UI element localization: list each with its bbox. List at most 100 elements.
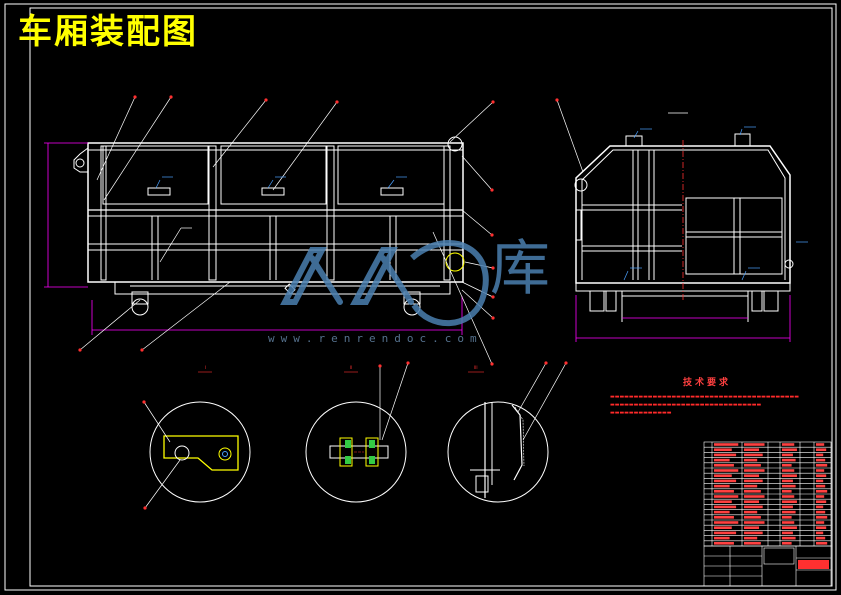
watermark-brand: 库 (490, 234, 550, 304)
parts-list-cell-text (744, 469, 765, 472)
parts-list-cell-text (782, 542, 792, 545)
watermark-logo (280, 240, 489, 327)
parts-list-cell-text (744, 542, 761, 545)
parts-list-cell-text (816, 458, 826, 462)
parts-list-cell-text (782, 536, 796, 540)
parts-list-cell-text (744, 484, 758, 488)
parts-list-cell-text (714, 479, 737, 483)
parts-list-cell-text (714, 542, 734, 545)
parts-list-cell-text (744, 490, 761, 493)
parts-list-cell-text (782, 474, 797, 477)
parts-list-cell-text (782, 531, 793, 535)
parts-list-cell-text (744, 526, 760, 529)
parts-list-cell-text (782, 453, 793, 457)
front-view-tags (155, 176, 407, 189)
parts-list-cell-text (782, 510, 796, 514)
parts-list-cell-text (782, 495, 795, 498)
parts-list-cell-text (714, 536, 730, 540)
parts-list-cell-text (744, 516, 761, 519)
parts-list-cell-text (714, 516, 734, 519)
parts-list-cell-text (714, 448, 732, 451)
side-view-dimensions (575, 295, 791, 342)
parts-list-cell-text (816, 500, 827, 503)
parts-list-cell-text (744, 448, 760, 451)
parts-list-cell-text (782, 448, 797, 451)
page-title: 车厢装配图 (18, 12, 198, 52)
parts-list-cell-text (782, 443, 795, 446)
parts-list-cell-text (782, 479, 793, 483)
parts-list-cell-text (744, 443, 765, 446)
parts-list-cell-text (782, 458, 796, 462)
parts-list-cell-text (744, 536, 758, 540)
parts-list-cell-text (816, 521, 825, 524)
title-block (703, 545, 832, 587)
parts-list-cell-text (714, 443, 739, 446)
parts-list-cell-text (816, 453, 824, 457)
parts-list-table (703, 441, 832, 547)
parts-list-cell-text (816, 505, 824, 509)
parts-list-cell-text (714, 469, 739, 472)
side-view (574, 133, 794, 322)
watermark-url: www.renrendoc.com (268, 332, 483, 345)
parts-list-cell-text (714, 510, 730, 514)
parts-list-cell-text (744, 521, 765, 524)
detail-view-2: II (305, 361, 410, 503)
parts-list-cell-text (782, 484, 796, 488)
parts-list-cell-text (744, 479, 763, 483)
parts-list-cell-text (782, 464, 792, 467)
parts-list-cell-text (816, 469, 825, 472)
parts-list-cell-text (744, 531, 763, 535)
parts-list-cell-text (816, 484, 826, 488)
parts-list-cell-text (782, 505, 793, 509)
parts-list-cell-text (744, 500, 760, 503)
parts-list-cell-text (714, 464, 734, 467)
parts-list-cell-text (816, 464, 828, 467)
parts-list-cell-text (816, 448, 827, 451)
parts-list-cell-text (714, 531, 737, 535)
parts-list-cell-text (714, 505, 737, 509)
svg-text:I: I (205, 365, 206, 370)
parts-list-cell-text (744, 474, 760, 477)
parts-list-cell-text (816, 531, 824, 535)
parts-list-cell-text (714, 453, 737, 457)
parts-list-cell-text (744, 464, 761, 467)
parts-list-cell-text (816, 516, 828, 519)
parts-list-cell-text (714, 500, 732, 503)
outer-border (4, 3, 837, 591)
parts-list-cell-text (816, 495, 825, 498)
front-view-leaders (79, 96, 494, 365)
parts-list-cell-text (816, 443, 825, 446)
side-view-leaders (556, 99, 688, 173)
side-view-balloon (555, 98, 559, 102)
front-view-dimensions (44, 142, 463, 335)
parts-list-cell-text (714, 495, 739, 498)
parts-list-cell-text (816, 474, 827, 477)
parts-list-cell-text (782, 490, 792, 493)
parts-list-cell-text (816, 490, 828, 493)
parts-list-cell-text (816, 479, 824, 483)
parts-list-cell-text (816, 542, 828, 545)
parts-list-cell-text (714, 521, 739, 524)
parts-list-cell-text (714, 490, 734, 493)
parts-list-cell-text (782, 500, 797, 503)
technical-note-line: ▬▬▬▬▬▬▬▬▬▬▬▬▬ (610, 410, 672, 416)
parts-list-cell-text (782, 526, 797, 529)
parts-list-cell-text (816, 526, 827, 529)
parts-list-cell-text (782, 516, 792, 519)
svg-text:II: II (350, 365, 352, 370)
parts-list-cell-text (744, 495, 765, 498)
parts-list-cell-text (744, 510, 758, 514)
parts-list-cell-text (744, 505, 763, 509)
parts-list-text (714, 443, 828, 545)
side-view-tags (623, 126, 808, 281)
parts-list-cell-text (782, 469, 795, 472)
detail-view-3: III (447, 361, 568, 503)
parts-list-cell-text (816, 536, 826, 540)
parts-list-cell-text (744, 458, 758, 462)
detail-view-1: I (142, 365, 251, 510)
technical-note-line: ▬▬▬▬▬▬▬▬▬▬▬▬▬▬▬▬▬▬▬▬▬▬▬▬▬▬▬▬▬▬▬▬▬▬▬▬▬▬▬▬ (610, 394, 799, 400)
parts-list-cell-text (714, 484, 730, 488)
parts-list-cell-text (816, 510, 826, 514)
